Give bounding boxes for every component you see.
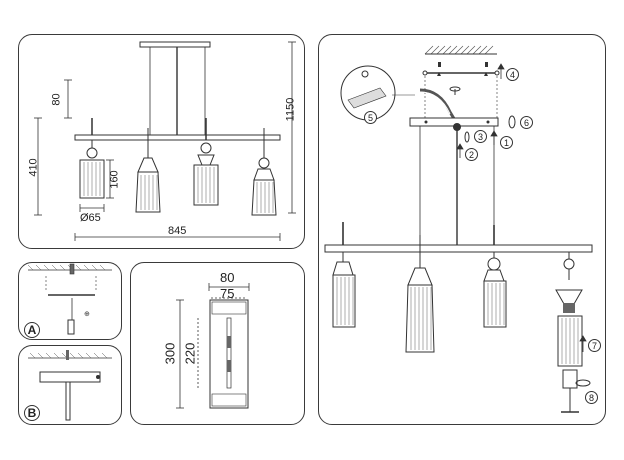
step-3-badge: 3 bbox=[474, 130, 487, 143]
canopy bbox=[139, 41, 211, 48]
step-6-badge: 6 bbox=[520, 116, 533, 129]
pendant-shade bbox=[135, 171, 161, 213]
light-bar bbox=[74, 134, 281, 141]
step-1-badge: 1 bbox=[500, 136, 513, 149]
detail-b-badge: B bbox=[24, 405, 40, 421]
bracket-outer-width: 80 bbox=[220, 270, 235, 285]
svg-text:⊕: ⊕ bbox=[84, 311, 90, 318]
step-8-badge: 8 bbox=[585, 391, 598, 404]
shade-diameter-label: Ø65 bbox=[80, 212, 101, 224]
bracket-inner-width: 75 bbox=[220, 286, 235, 301]
step-4-badge: 4 bbox=[506, 68, 519, 81]
pendant-knob bbox=[86, 147, 98, 159]
step-2-badge: 2 bbox=[465, 148, 478, 161]
step-5-badge: 5 bbox=[364, 111, 377, 124]
assembly-bar bbox=[324, 244, 593, 253]
detail-a-badge: A bbox=[24, 322, 40, 338]
step-7-badge: 7 bbox=[588, 339, 601, 352]
pendant-shade bbox=[251, 179, 277, 216]
bar-length-label: 845 bbox=[168, 225, 187, 237]
